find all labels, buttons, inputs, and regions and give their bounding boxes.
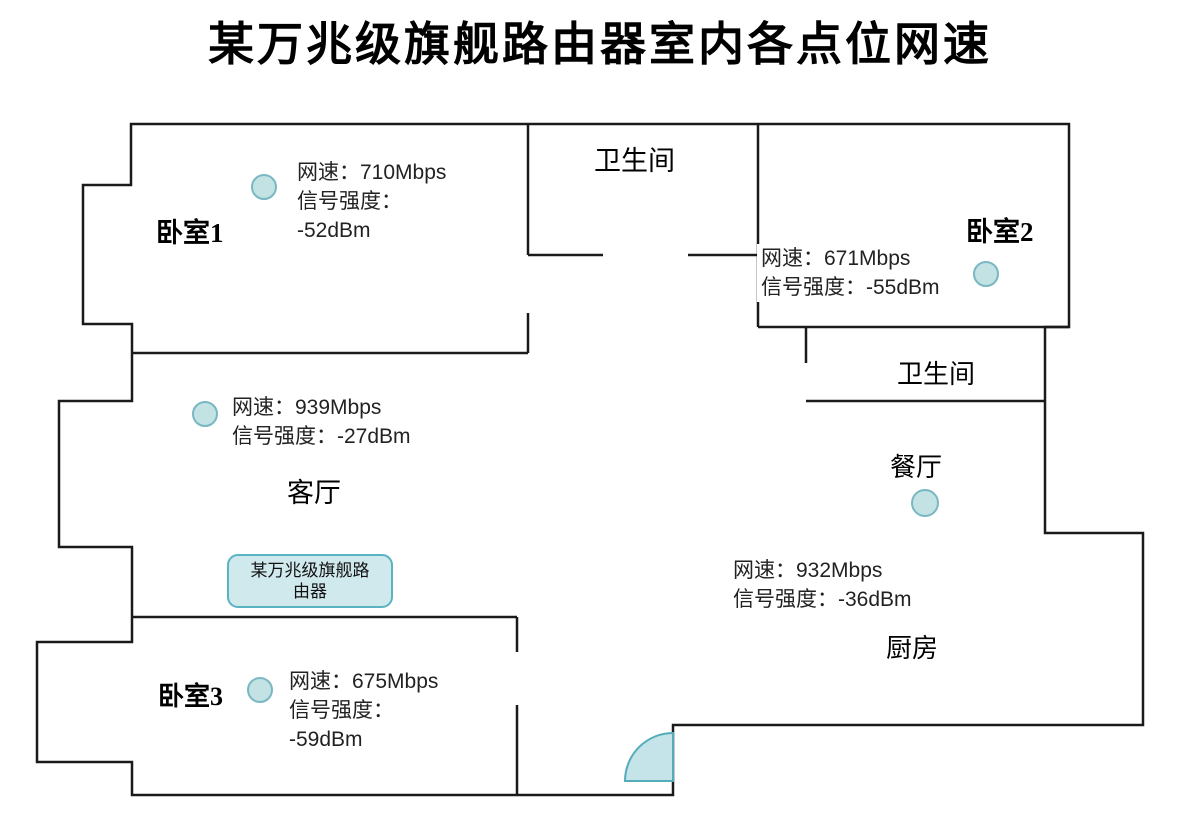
room-label-living: 客厅 [287,478,341,508]
page-title: 某万兆级旗舰路由器室内各点位网速 [208,19,992,70]
speed-line: 网速：932Mbps [733,559,883,582]
room-label-bathroom-top: 卫生间 [594,146,675,176]
room-label-bathroom-mid: 卫生间 [897,360,976,389]
room-label-dining: 餐厅 [890,453,943,482]
speed-line: 网速：939Mbps [232,396,382,419]
room-label-bedroom1: 卧室1 [156,218,224,248]
signal-line: 信号强度：-55dBm [761,276,940,299]
measure-point-bedroom3 [247,677,273,703]
signal-label-line: 信号强度： [297,190,402,213]
room-label-bedroom3: 卧室3 [158,682,224,711]
speed-line: 网速：675Mbps [289,670,439,693]
router-box-label-wrap: 某万兆级旗舰路由器 [228,555,392,607]
annotation-dining: 网速：932Mbps 信号强度：-36dBm [733,556,912,614]
measure-point-bedroom2 [973,261,999,287]
annotation-living: 网速：939Mbps 信号强度：-27dBm [232,393,411,451]
annotation-bedroom3: 网速：675Mbps 信号强度： -59dBm [289,667,439,754]
signal-value-line: -52dBm [297,219,371,242]
walls-interior [131,124,1069,795]
room-label-bedroom2: 卧室2 [966,217,1034,247]
router-label: 某万兆级旗舰路由器 [250,561,370,601]
measure-point-living [192,401,218,427]
signal-line: 信号强度：-36dBm [733,588,912,611]
walls-outer [35,122,1145,797]
signal-label-line: 信号强度： [289,699,394,722]
speed-line: 网速：671Mbps [761,247,911,270]
room-label-kitchen: 厨房 [886,634,939,663]
annotation-bedroom1: 网速：710Mbps 信号强度： -52dBm [297,158,447,245]
measure-point-bedroom1 [251,174,277,200]
speed-line: 网速：710Mbps [297,161,447,184]
signal-line: 信号强度：-27dBm [232,425,411,448]
measure-point-dining [911,489,939,517]
router-box [227,554,393,608]
signal-value-line: -59dBm [289,728,363,751]
entrance-door-arc [623,731,674,782]
annotation-bedroom2: 网速：671Mbps 信号强度：-55dBm [757,244,940,302]
